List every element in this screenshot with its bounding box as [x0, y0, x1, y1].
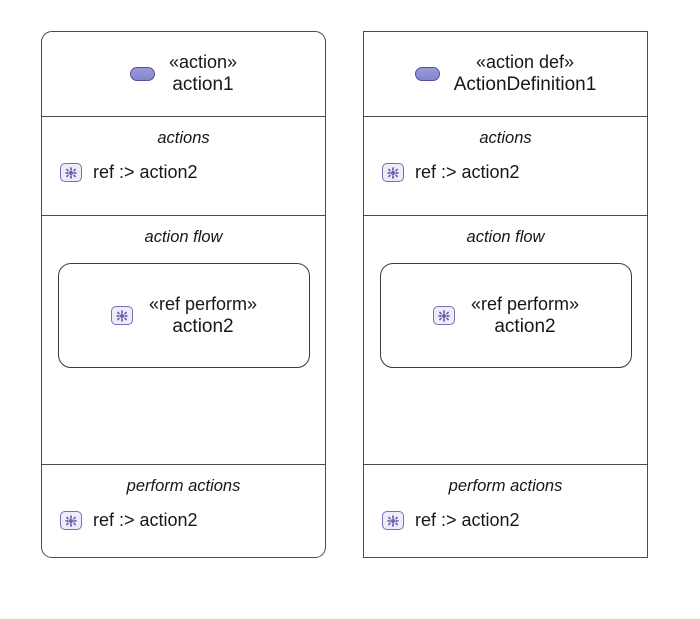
action-icon	[129, 66, 155, 81]
ref-icon	[382, 163, 404, 182]
nested-ref-perform-box[interactable]: «ref perform» action2	[58, 263, 310, 368]
nested-text: «ref perform» action2	[471, 293, 579, 339]
feature-text: ref :> action2	[93, 510, 198, 530]
actions-compartment: actions	[42, 116, 325, 215]
actions-compartment: actions	[364, 116, 647, 215]
ref-icon	[382, 511, 404, 530]
feature-row[interactable]: ref :> action2	[42, 496, 325, 531]
feature-text: ref :> action2	[415, 510, 520, 530]
element-name-label: action1	[172, 74, 234, 96]
feature-row[interactable]: ref :> action2	[42, 148, 325, 183]
nested-ref-perform-box[interactable]: «ref perform» action2	[380, 263, 632, 368]
header-row: «action» action1	[118, 51, 249, 97]
stereotype-label: «action def»	[475, 52, 575, 73]
action-flow-compartment: action flow	[364, 215, 647, 464]
compartment-label-action-flow: action flow	[144, 228, 223, 246]
header-compartment: «action» action1	[42, 32, 325, 116]
nested-stereotype-label: «ref perform»	[470, 293, 580, 314]
element-box-action-usage[interactable]: «action» action1 actions	[41, 31, 326, 558]
compartment-label-actions: actions	[479, 129, 532, 147]
feature-row[interactable]: ref :> action2	[364, 148, 647, 183]
ref-icon	[432, 306, 455, 325]
nested-stereotype-label: «ref perform»	[148, 293, 258, 314]
perform-actions-compartment: perform actions	[364, 464, 647, 557]
action-icon	[414, 66, 440, 81]
nested-text: «ref perform» action2	[149, 293, 257, 339]
compartment-label-perform-actions: perform actions	[448, 477, 563, 495]
nested-name-label: action2	[494, 315, 556, 337]
ref-icon	[60, 511, 82, 530]
header-text: «action def» ActionDefinition1	[454, 51, 597, 97]
compartment-label-actions: actions	[157, 129, 210, 147]
feature-row[interactable]: ref :> action2	[364, 496, 647, 531]
compartment-label-perform-actions: perform actions	[126, 477, 241, 495]
header-row: «action def» ActionDefinition1	[403, 51, 609, 97]
perform-actions-compartment: perform actions	[42, 464, 325, 557]
element-box-action-definition[interactable]: «action def» ActionDefinition1 actions	[363, 31, 648, 558]
header-text: «action» action1	[169, 51, 237, 97]
ref-icon	[110, 306, 133, 325]
compartment-label-action-flow: action flow	[466, 228, 545, 246]
header-compartment: «action def» ActionDefinition1	[364, 32, 647, 116]
ref-icon	[60, 163, 82, 182]
nested-name-label: action2	[172, 315, 234, 337]
stereotype-label: «action»	[168, 52, 238, 73]
feature-text: ref :> action2	[415, 162, 520, 182]
element-name-label: ActionDefinition1	[453, 74, 597, 96]
action-flow-compartment: action flow	[42, 215, 325, 464]
feature-text: ref :> action2	[93, 162, 198, 182]
